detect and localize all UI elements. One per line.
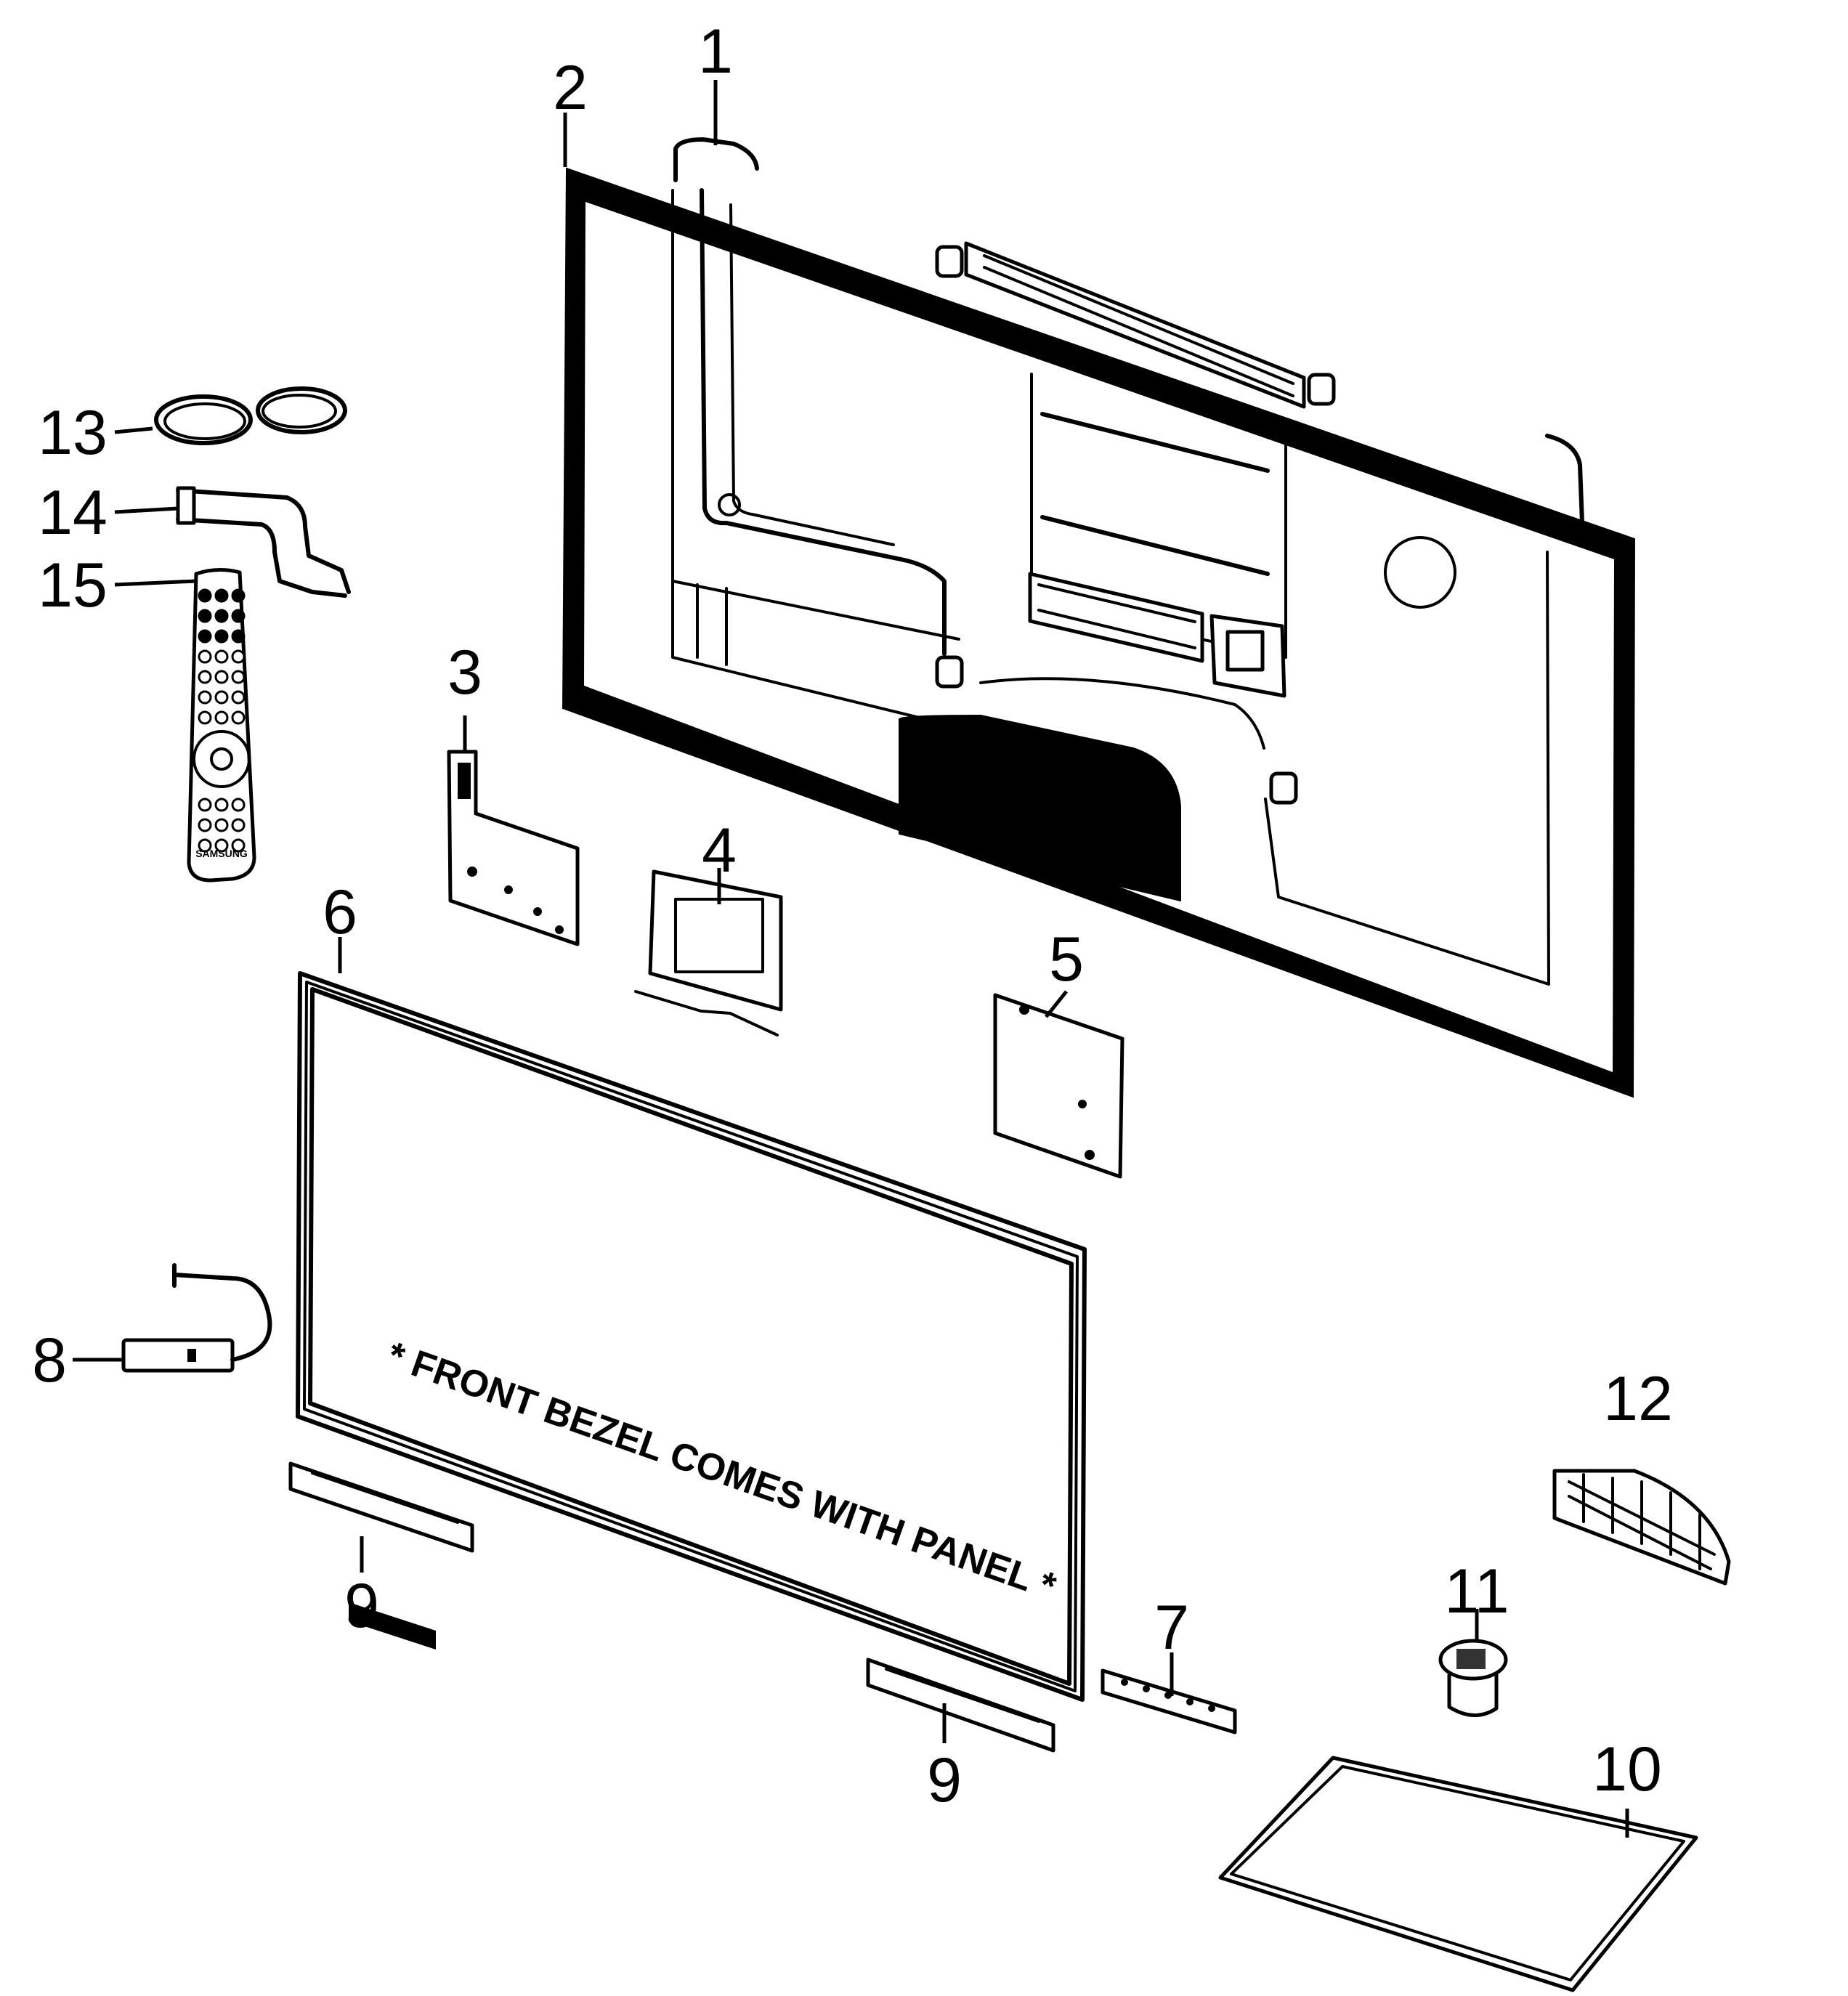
- callout-14: 14: [38, 478, 108, 548]
- callout-9-left: 9: [344, 1571, 379, 1641]
- remote-button-icon: [231, 588, 246, 603]
- remote-button-icon: [198, 818, 212, 832]
- part-1-rear-chassis: [671, 137, 1584, 986]
- remote-button-icon: [231, 670, 246, 684]
- part-9-speaker-left: [288, 1461, 474, 1650]
- callout-12: 12: [1603, 1364, 1673, 1434]
- remote-button-icon: [214, 588, 229, 603]
- callout-5: 5: [1049, 925, 1084, 994]
- callout-7: 7: [1154, 1593, 1189, 1663]
- remote-button-icon: [231, 838, 246, 853]
- remote-button-icon: [231, 818, 246, 832]
- stand-neck-opening: [899, 714, 1181, 902]
- callout-3: 3: [447, 638, 482, 707]
- part-4-bracket: [634, 869, 783, 1036]
- remote-button-icon: [214, 838, 229, 853]
- callout-2: 2: [553, 53, 588, 123]
- part-10-stand-base: [1218, 1756, 1698, 1992]
- callout-9-right: 9: [927, 1745, 962, 1815]
- callout-13: 13: [38, 398, 108, 468]
- remote-button-icon: [198, 670, 212, 684]
- remote-button-icon: [214, 818, 229, 832]
- part-7-key-board: [1101, 1668, 1237, 1735]
- remote-button-icon: [231, 710, 246, 725]
- callout-4: 4: [702, 816, 737, 885]
- remote-button-icon: [214, 670, 229, 684]
- part-5-power-board: [993, 993, 1124, 1179]
- part-11-stand-neck: [1438, 1639, 1508, 1717]
- part-12-stand-cover: [1552, 1469, 1731, 1586]
- remote-button-grid: [198, 588, 246, 853]
- remote-button-icon: [198, 690, 212, 705]
- bezel-note: * FRONT BEZEL COMES WITH PANEL *: [382, 1334, 1062, 1608]
- callout-6: 6: [323, 877, 357, 947]
- remote-button-icon: [198, 629, 212, 644]
- callout-8: 8: [32, 1326, 67, 1395]
- part-9-speaker-right: [866, 1658, 1055, 1753]
- remote-button-icon: [214, 609, 229, 623]
- leader-lines: [73, 80, 1629, 1838]
- remote-button-icon: [214, 710, 229, 725]
- remote-button-icon: [214, 690, 229, 705]
- remote-brand-label: SAMSUNG: [195, 848, 248, 859]
- remote-button-icon: [198, 649, 212, 664]
- remote-button-icon: [198, 609, 212, 623]
- part-8-ir-sensor: [121, 1263, 272, 1373]
- callout-10: 10: [1592, 1735, 1662, 1804]
- remote-button-icon: [231, 649, 246, 664]
- remote-button-icon: [231, 690, 246, 705]
- part-14-cable: [176, 486, 351, 598]
- remote-button-icon: [214, 798, 229, 812]
- remote-button-icon: [198, 838, 212, 853]
- part-13-power-cord: [154, 386, 347, 445]
- callout-labels: 1 2 13 14 15 3 4 5 6 8 12 9 7 11 10 9: [32, 17, 1673, 1815]
- part-3-main-board: [447, 750, 580, 946]
- callout-15: 15: [38, 551, 108, 620]
- part-6-lcd-panel: [296, 971, 1087, 1702]
- remote-button-icon: [231, 609, 246, 623]
- callout-1: 1: [698, 17, 733, 86]
- remote-button-icon: [214, 629, 229, 644]
- remote-button-icon: [231, 798, 246, 812]
- remote-button-icon: [231, 629, 246, 644]
- remote-button-icon: [198, 798, 212, 812]
- remote-button-icon: [198, 710, 212, 725]
- remote-button-icon: [198, 588, 212, 603]
- callout-11: 11: [1444, 1557, 1509, 1626]
- remote-button-icon: [214, 649, 229, 664]
